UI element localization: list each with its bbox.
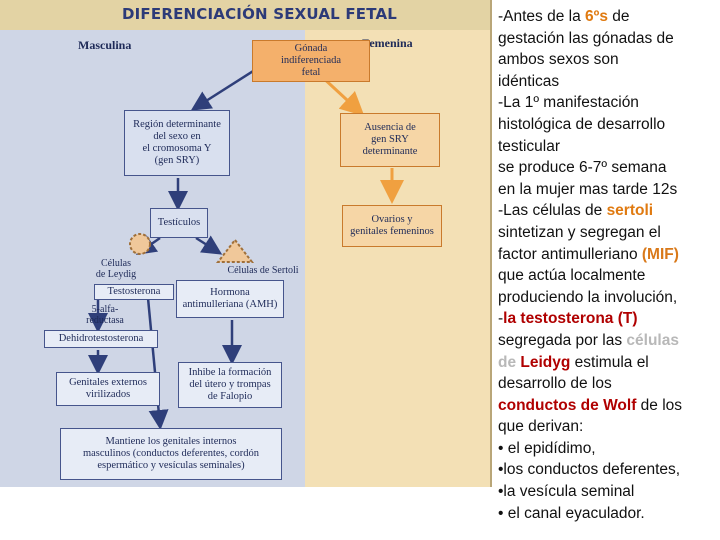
text-line: ambos sexos son [498, 51, 619, 69]
sertoli-cell-icon [215, 238, 255, 263]
text-line: se produce 6-7º semana [498, 159, 667, 177]
text-line: -la testosterona (T) [498, 310, 638, 328]
gonada-box: Gónada indiferenciada fetal [252, 40, 370, 82]
arrow-testiculos-to-sertoli [195, 235, 223, 255]
masculine-label: Masculina [78, 38, 132, 52]
reductasa-label: 5-alfa- reductasa [86, 304, 124, 326]
text-line: • el canal eyaculador. [498, 504, 645, 522]
explanatory-text: -Antes de la 6ºs de gestación las gónada… [498, 6, 720, 524]
dht-box: Dehidrotestosterona [44, 330, 158, 348]
hormona-box: Hormona antimulleriana (AMH) [176, 280, 284, 318]
text-line: •los conductos deferentes, [498, 461, 681, 479]
text-line: • el epidídimo, [498, 439, 596, 457]
text-line: -La 1º manifestación [498, 94, 639, 112]
inhibe-box: Inhibe la formación del útero y trompas … [178, 362, 282, 408]
text-line: segregada por las células [498, 331, 679, 349]
text-line: idénticas [498, 72, 560, 90]
sertoli-label: Células de Sertoli [227, 265, 299, 276]
leydig-label: Células de Leydig [95, 258, 137, 280]
text-line: factor antimulleriano (MIF) [498, 245, 679, 263]
region-box: Región determinante del sexo en el cromo… [124, 110, 230, 176]
text-line: -Antes de la 6ºs de [498, 8, 630, 25]
text-line: conductos de Wolf de los [498, 396, 683, 414]
diagram-title: DIFERENCIACIÓN SEXUAL FETAL [122, 5, 398, 23]
mantiene-box: Mantiene los genitales internos masculin… [60, 428, 282, 480]
arrow-gonada-to-region [190, 66, 259, 111]
genitales-externos-box: Genitales externos virilizados [56, 372, 160, 406]
text-line: •la vesícula seminal [498, 483, 635, 501]
text-line: desarrollo de los [498, 375, 612, 393]
leydig-cell-icon [129, 233, 151, 255]
ovarios-box: Ovarios y genitales femeninos [342, 205, 442, 247]
testiculos-box: Testículos [150, 208, 208, 238]
ausencia-box: Ausencia de gen SRY determinante [340, 113, 440, 167]
feminine-panel [305, 30, 490, 487]
text-line: sintetizan y segregan el [498, 223, 661, 241]
text-line: de Leidyg estimula el [498, 353, 649, 371]
feminine-label: Femenina [362, 36, 413, 50]
text-line: que actúa localmente [498, 267, 646, 285]
text-line: produciendo la involución, [498, 288, 678, 306]
text-line: histológica de desarrollo [498, 115, 666, 133]
sexual-differentiation-diagram: DIFERENCIACIÓN SEXUAL FETAL Masculina Fe… [0, 0, 492, 487]
testosterona-box: Testosterona [94, 284, 174, 300]
text-line: -Las células de sertoli [498, 202, 654, 220]
text-line: que derivan: [498, 418, 584, 436]
text-line: en la mujer mas tarde 12s [498, 180, 678, 198]
text-line: gestación las gónadas de [498, 29, 674, 47]
text-line: testicular [498, 137, 561, 155]
